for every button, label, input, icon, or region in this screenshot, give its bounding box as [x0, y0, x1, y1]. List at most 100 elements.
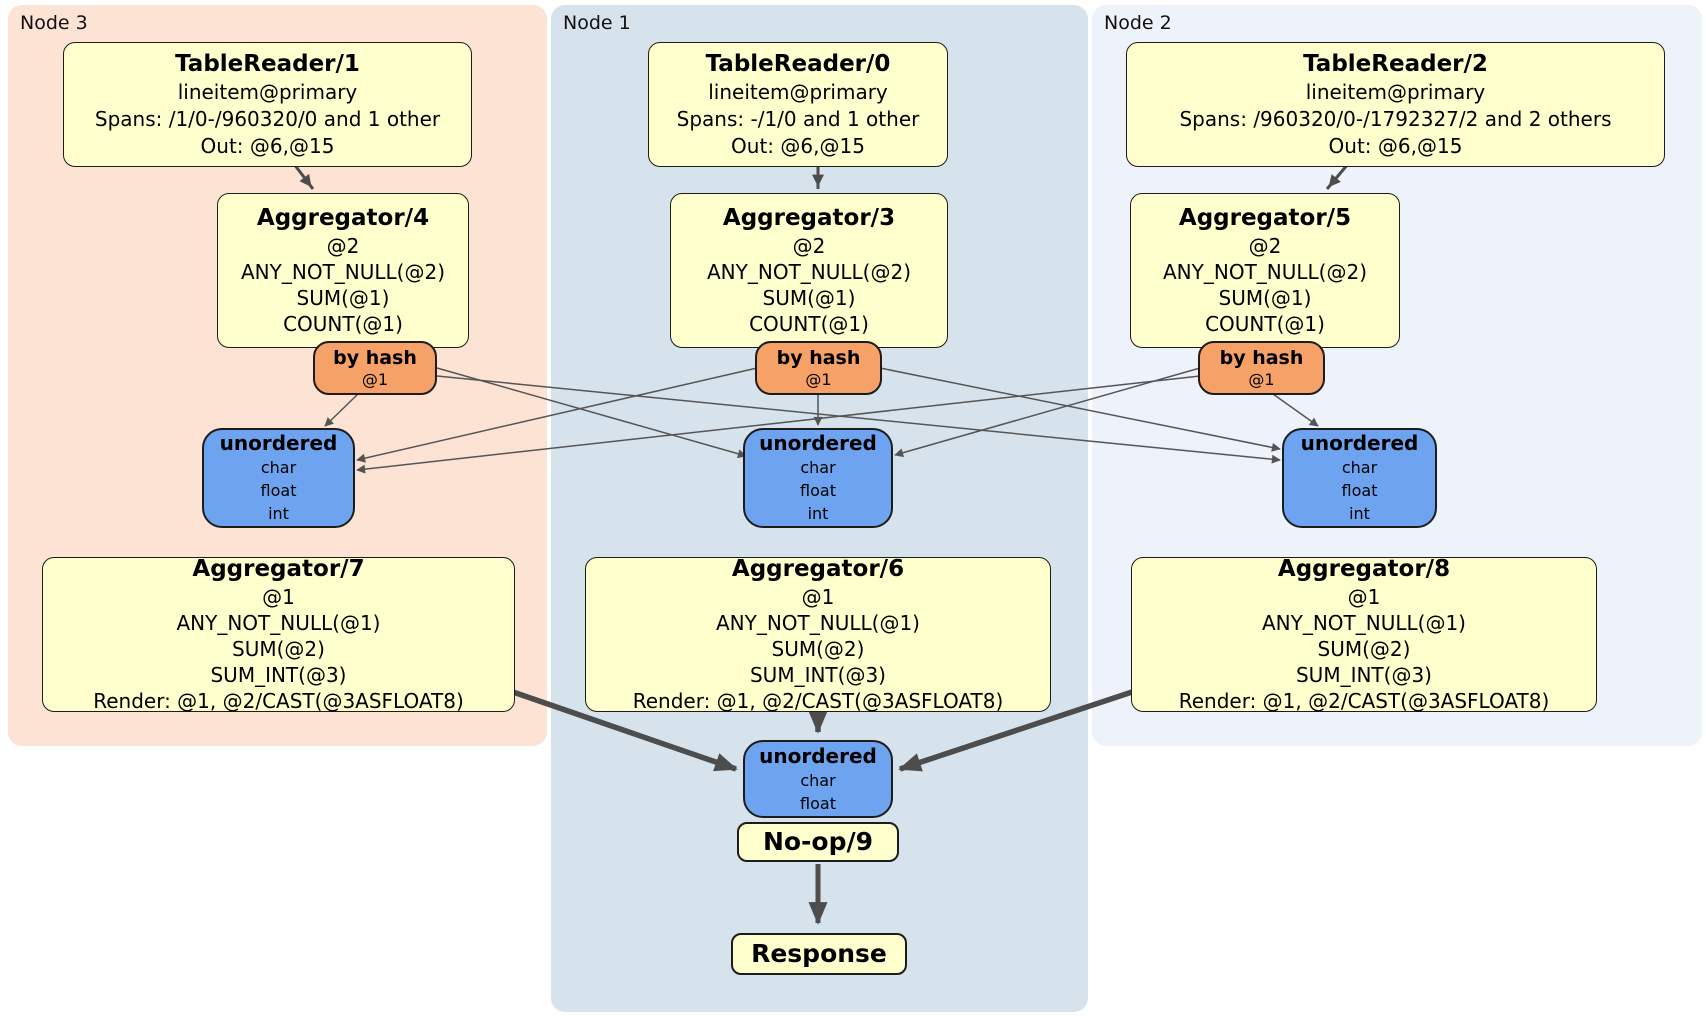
- router-detail: @1: [361, 370, 389, 389]
- box-line: SUM(@2): [232, 637, 325, 661]
- router-detail: @1: [805, 370, 832, 389]
- edge-hash3-sync1: [436, 367, 747, 459]
- edge-aggregator8-finalsync: [898, 689, 1133, 772]
- box-line: SUM(@1): [296, 286, 390, 310]
- box-line: Out: @6,@15: [200, 133, 335, 158]
- box-line: float: [800, 793, 836, 813]
- edge-hash3-sync3: [324, 393, 359, 427]
- box-line: SUM(@2): [771, 637, 865, 661]
- edge-tablereader1-aggregator4: [292, 163, 315, 190]
- box-title: Aggregator/4: [256, 205, 430, 231]
- edge-aggregator7-finalsync: [512, 689, 738, 772]
- box-title: Aggregator/5: [1178, 205, 1352, 231]
- box-line: ANY_NOT_NULL(@1): [176, 611, 381, 635]
- sync-label: unordered: [759, 431, 877, 455]
- box-line: lineitem@primary: [1305, 79, 1486, 104]
- box-line: @1: [262, 585, 295, 609]
- box-line: ANY_NOT_NULL(@1): [715, 611, 920, 635]
- box-line: char: [800, 770, 836, 790]
- box-line: SUM(@1): [1218, 286, 1312, 310]
- node1-label: Node 1: [563, 12, 631, 34]
- response-box: Response: [731, 933, 907, 975]
- sync-column-types: char float int: [261, 456, 297, 525]
- box-title: Aggregator/3: [722, 205, 896, 231]
- box-line: Out: @6,@15: [731, 133, 865, 158]
- box-line: char: [260, 458, 297, 477]
- edge-hash2-sync2: [1272, 393, 1319, 427]
- box-title: TableReader/1: [175, 50, 360, 77]
- box-line: SUM_INT(@3): [749, 663, 886, 687]
- box-title: Aggregator/8: [1277, 556, 1451, 582]
- sync-column-types: char float int: [1342, 456, 1378, 525]
- unordered-sync-node2: unordered char float int: [1282, 428, 1437, 528]
- box-line: Out: @6,@15: [1328, 133, 1463, 158]
- box-line: int: [807, 504, 829, 523]
- box-line: int: [1349, 504, 1370, 523]
- box-line: int: [268, 504, 289, 523]
- box-line: SUM_INT(@3): [1295, 663, 1432, 687]
- box-line: @2: [326, 234, 360, 258]
- sync-label: unordered: [759, 743, 877, 768]
- unordered-sync-final: unordered char float: [743, 740, 893, 818]
- box-line: char: [1341, 458, 1378, 477]
- box-line: ANY_NOT_NULL(@2): [1163, 260, 1367, 284]
- edge-hash1-sync2: [879, 367, 1281, 452]
- box-title: TableReader/2: [1303, 50, 1488, 77]
- box-line: SUM(@2): [1317, 637, 1411, 661]
- box-title: Response: [751, 939, 887, 968]
- box-line: SUM_INT(@3): [210, 663, 347, 687]
- noop-9-box: No-op/9: [737, 822, 899, 862]
- box-title: Aggregator/7: [192, 556, 365, 582]
- box-line: ANY_NOT_NULL(@1): [1261, 611, 1466, 635]
- edge-hash2-sync1: [894, 367, 1201, 458]
- edge-tablereader2-aggregator5: [1325, 163, 1350, 190]
- node2-label: Node 2: [1104, 12, 1172, 34]
- box-line: lineitem@primary: [708, 79, 888, 104]
- node3-label: Node 3: [20, 12, 88, 34]
- box-title: TableReader/0: [705, 50, 891, 77]
- box-line: @2: [1248, 234, 1282, 258]
- box-line: float: [1341, 481, 1378, 500]
- box-line: COUNT(@1): [1205, 312, 1325, 336]
- box-line: Render: @1, @2/CAST(@3ASFLOAT8): [632, 689, 1004, 713]
- box-line: ANY_NOT_NULL(@2): [241, 260, 445, 284]
- box-line: lineitem@primary: [177, 79, 358, 104]
- sync-label: unordered: [1300, 431, 1419, 455]
- box-title: Aggregator/6: [731, 556, 905, 582]
- box-line: float: [800, 481, 836, 500]
- box-line: float: [260, 481, 297, 500]
- edge-hash2-sync3: [356, 375, 1201, 474]
- box-title: No-op/9: [762, 827, 874, 856]
- box-line: Spans: -/1/0 and 1 other: [676, 106, 920, 131]
- box-line: Spans: /960320/0-/1792327/2 and 2 others: [1179, 106, 1612, 131]
- edge-hash1-sync3: [356, 367, 758, 463]
- hash-router-node2: by hash @1: [1198, 341, 1325, 395]
- box-line: COUNT(@1): [749, 312, 869, 336]
- unordered-sync-node1: unordered char float int: [743, 428, 893, 528]
- edge-hash3-sync2: [436, 375, 1281, 464]
- box-line: @1: [801, 585, 835, 609]
- box-line: @2: [792, 234, 826, 258]
- hash-router-node3: by hash @1: [313, 341, 437, 395]
- box-line: char: [800, 458, 836, 477]
- router-label: by hash: [776, 347, 861, 369]
- router-label: by hash: [1219, 347, 1304, 369]
